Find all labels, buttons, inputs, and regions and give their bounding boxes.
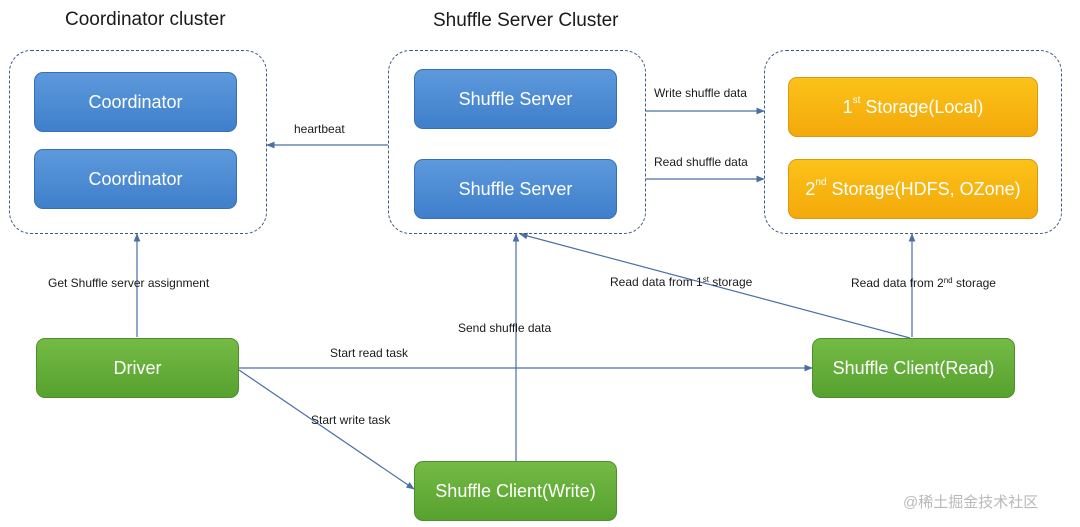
storage-remote-rest: Storage(HDFS, OZone): [826, 178, 1021, 199]
read-from-2nd-sup: nd: [943, 276, 953, 285]
storage-local-rest: Storage(Local): [860, 96, 984, 117]
coordinator-node-1[interactable]: Coordinator: [34, 72, 237, 132]
start-read-task-label: Start read task: [330, 346, 409, 360]
storage-local-sup: st: [852, 94, 861, 106]
get-assignment-label: Get Shuffle server assignment: [48, 276, 210, 290]
storage-remote-sup: nd: [815, 176, 827, 188]
heartbeat-label: heartbeat: [294, 122, 345, 136]
read-from-2nd-rest: storage: [952, 276, 996, 290]
shuffle-server-node-2[interactable]: Shuffle Server: [414, 159, 617, 219]
start-write-task-label: Start write task: [311, 413, 391, 427]
read-shuffle-data-label: Read shuffle data: [654, 155, 748, 169]
read-from-1st-storage-arrow: [519, 232, 911, 339]
storage-local-prefix: 1: [842, 96, 853, 117]
read-from-1st-prefix: Read data from 1: [610, 275, 703, 289]
driver-node[interactable]: Driver: [36, 338, 239, 398]
storage-cluster: [764, 50, 1062, 234]
watermark-text: @稀土掘金技术社区: [903, 494, 1039, 511]
shuffle-server-cluster-title: Shuffle Server Cluster: [433, 10, 619, 31]
shuffle-server-node-1[interactable]: Shuffle Server: [414, 69, 617, 129]
shuffle-client-read-node[interactable]: Shuffle Client(Read): [812, 338, 1015, 398]
coordinator-node-2[interactable]: Coordinator: [34, 149, 237, 209]
read-from-2nd-prefix: Read data from 2: [851, 276, 944, 290]
write-shuffle-data-label: Write shuffle data: [654, 86, 747, 100]
read-from-1st-sup: st: [702, 275, 709, 284]
storage-remote-prefix: 2: [805, 178, 816, 199]
start-write-task-arrow: [238, 369, 415, 490]
coordinator-cluster-title: Coordinator cluster: [65, 9, 226, 30]
read-from-1st-storage-label: Read data from 1st storage: [610, 275, 752, 289]
send-shuffle-data-label: Send shuffle data: [458, 321, 552, 335]
read-from-1st-rest: storage: [708, 275, 753, 289]
read-from-2nd-storage-label: Read data from 2nd storage: [851, 276, 996, 290]
shuffle-client-write-node[interactable]: Shuffle Client(Write): [414, 461, 617, 521]
shuffle-server-cluster: [388, 50, 646, 234]
coordinator-cluster: [9, 50, 267, 234]
